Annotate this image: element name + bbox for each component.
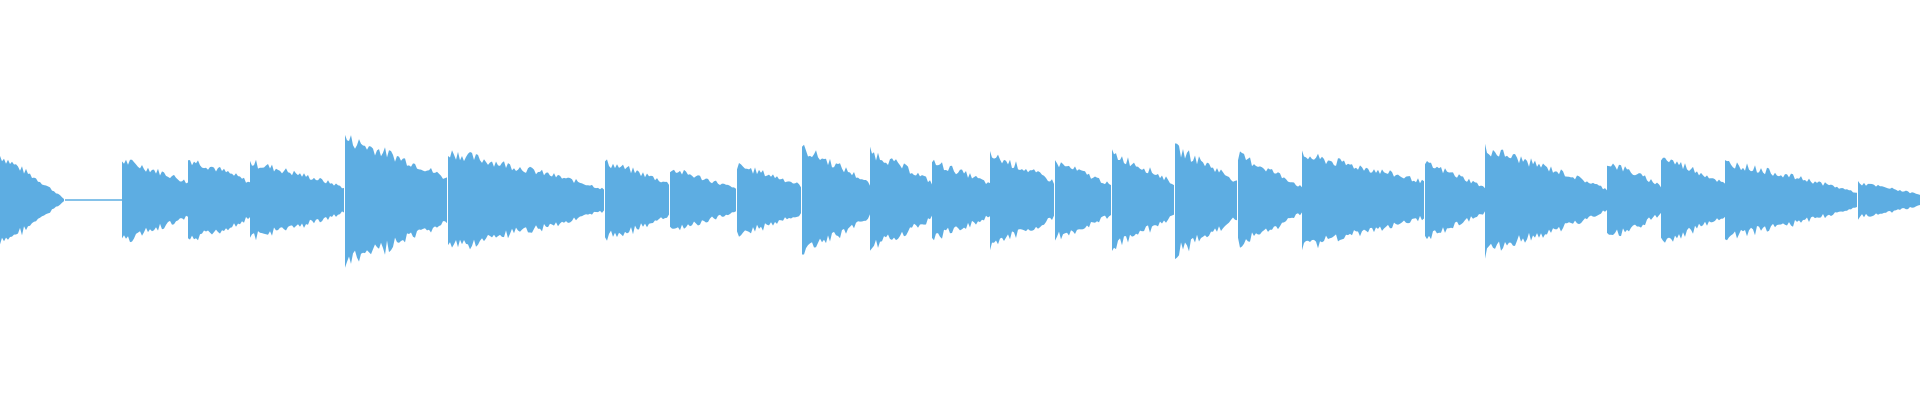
waveform-note-segment: [1112, 149, 1174, 251]
waveform-note-segment: [1238, 151, 1302, 248]
waveform-note-segment: [670, 169, 736, 231]
waveform-note-segment: [1661, 157, 1725, 243]
waveform-note-segment: [1425, 161, 1485, 240]
waveform-note-segment: [1858, 181, 1920, 220]
waveform-note-segment: [1725, 160, 1857, 241]
waveform-note-segment: [932, 159, 990, 241]
waveform-note-segment: [870, 146, 932, 251]
waveform-note-segment: [802, 144, 870, 255]
waveform-note-segment: [250, 159, 344, 241]
waveform-note-segment: [605, 159, 669, 241]
waveform-note-segment: [1175, 143, 1237, 260]
waveform-note-segment: [1607, 163, 1661, 237]
waveform-note-segment: [990, 151, 1054, 251]
waveform-note-segment: [1485, 143, 1607, 259]
waveform-note-segment: [188, 160, 250, 241]
waveform-note-segment: [0, 155, 64, 245]
waveform-note-segment: [1055, 160, 1111, 241]
waveform-note-segment: [448, 150, 604, 250]
waveform-note-segment: [1302, 150, 1424, 251]
waveform-note-segment: [737, 163, 801, 237]
waveform-note-segment: [345, 134, 447, 268]
waveform-note-segment: [122, 159, 188, 243]
